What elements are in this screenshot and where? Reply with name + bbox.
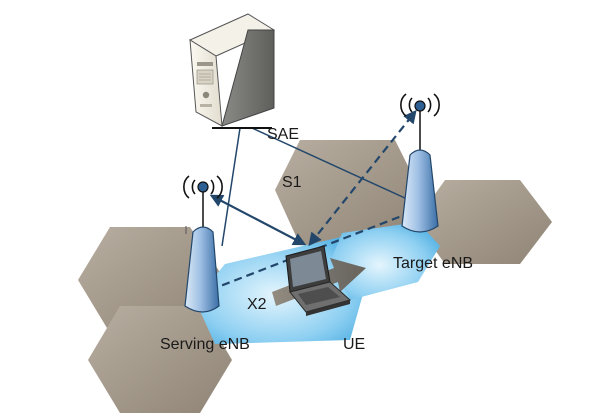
cell-tower-antenna-icon (184, 226, 220, 313)
label-serving-enb: Serving eNB (160, 336, 250, 353)
server-tower-icon (188, 13, 276, 127)
label-target-enb: Target eNB (393, 255, 474, 272)
laptop-icon (285, 245, 352, 316)
radio-link-serving (209, 194, 307, 246)
hex-cell-left-bottom (88, 306, 232, 413)
radio-waves-icon (400, 93, 440, 117)
label-ue: UE (343, 336, 366, 353)
hex-cell-far-right (415, 180, 552, 264)
radio-waves-icon (183, 175, 223, 199)
label-sae: SAE (267, 126, 300, 143)
label-s1: S1 (282, 174, 302, 191)
target-enb-antenna (400, 93, 440, 233)
cell-tower-antenna-icon (401, 149, 439, 233)
radio-link-target (308, 109, 417, 247)
s1-link-serving (221, 127, 241, 247)
serving-enb-antenna (183, 175, 223, 313)
label-x2: X2 (247, 296, 267, 313)
